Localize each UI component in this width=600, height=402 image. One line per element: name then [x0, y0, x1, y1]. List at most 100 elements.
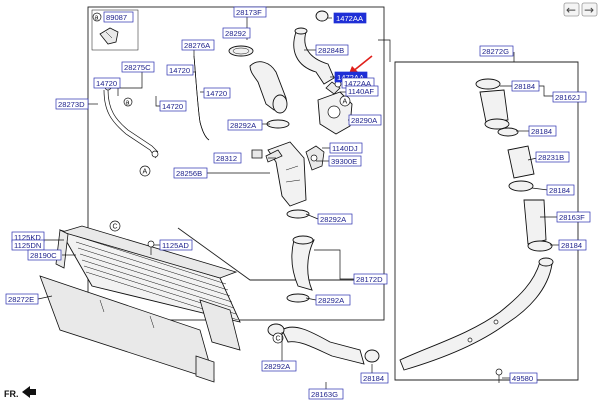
svg-text:28273D: 28273D [58, 100, 85, 109]
clip-part-89087 [99, 27, 119, 45]
front-arrow-icon [22, 386, 36, 398]
svg-text:C: C [276, 336, 281, 343]
inset-box [91, 9, 139, 51]
svg-text:1472AA: 1472AA [337, 73, 365, 82]
svg-text:a: a [95, 15, 99, 22]
part-label-28184-3[interactable]: 28184 [546, 184, 575, 196]
part-label-1125ad[interactable]: 1125AD [159, 239, 193, 251]
svg-text:28292A: 28292A [318, 296, 345, 305]
part-label-28162j[interactable]: 28162J [552, 91, 587, 103]
part-label-28184-5[interactable]: 28184 [360, 372, 389, 384]
part-label-28273d[interactable]: 28273D [55, 98, 89, 110]
arrow-left-icon: ← [566, 3, 576, 17]
svg-text:28292: 28292 [225, 29, 246, 38]
svg-text:28284B: 28284B [318, 46, 344, 55]
svg-text:a: a [126, 100, 130, 107]
part-label-28292a-3[interactable]: 28292A [315, 294, 351, 306]
part-label-28163g[interactable]: 28163G [308, 388, 344, 400]
svg-text:28184: 28184 [531, 127, 552, 136]
part-label-28256b[interactable]: 28256B [173, 167, 208, 179]
svg-text:28272E: 28272E [8, 295, 34, 304]
part-label-28284b[interactable]: 28284B [315, 44, 349, 56]
svg-text:28275C: 28275C [124, 63, 151, 72]
clamp-28292a-1 [266, 119, 290, 129]
clamp-28292a-2 [286, 209, 310, 219]
part-label-28272g[interactable]: 28272G [479, 45, 514, 57]
bolt-49580 [495, 368, 503, 383]
part-label-28231b[interactable]: 28231B [535, 151, 570, 163]
part-label-14720-b[interactable]: 14720 [93, 77, 121, 89]
callout-A-pipe: A [139, 165, 151, 177]
part-label-28292a-4[interactable]: 28292A [261, 360, 297, 372]
clamp-28292 [228, 45, 254, 57]
svg-text:1140DJ: 1140DJ [332, 144, 358, 153]
part-label-1125dn[interactable]: 1125DN [11, 239, 45, 251]
pipe-long-lower [399, 257, 554, 371]
clamp-28292a-3 [286, 293, 310, 303]
part-label-1140af[interactable]: 1140AF [345, 85, 379, 97]
svg-text:14720: 14720 [169, 66, 190, 75]
part-label-28184-1[interactable]: 28184 [511, 80, 540, 92]
svg-text:28184: 28184 [363, 374, 384, 383]
front-direction-indicator: FR. [4, 386, 36, 399]
lower-link-line [177, 227, 384, 281]
svg-text:28292A: 28292A [320, 215, 347, 224]
svg-text:28172D: 28172D [356, 275, 383, 284]
part-label-28163f[interactable]: 28163F [556, 211, 591, 223]
prev-button[interactable]: ← [563, 2, 580, 17]
svg-text:28184: 28184 [549, 186, 570, 195]
svg-text:A: A [343, 99, 348, 106]
part-label-28172d[interactable]: 28172D [353, 273, 388, 285]
callout-C-top: C [109, 220, 121, 232]
hose-28163f [523, 199, 553, 252]
svg-text:28184: 28184 [561, 241, 582, 250]
svg-text:28190C: 28190C [30, 251, 57, 260]
svg-text:28163F: 28163F [559, 213, 585, 222]
air-guide-28272e [39, 275, 215, 383]
part-label-1472aa-top[interactable]: 1472AA [333, 12, 367, 24]
sensor-39300e [305, 145, 325, 171]
svg-text:28292A: 28292A [230, 121, 257, 130]
part-label-28272e[interactable]: 28272E [5, 293, 39, 305]
part-label-14720-a[interactable]: 14720 [166, 64, 194, 76]
hose-28162j [475, 78, 519, 137]
front-direction-label: FR. [4, 389, 19, 399]
svg-text:28256B: 28256B [176, 169, 202, 178]
hose-28172d [291, 235, 315, 291]
callout-a-inset: a [92, 12, 102, 22]
svg-text:28162J: 28162J [555, 93, 580, 102]
svg-text:28173F: 28173F [236, 8, 262, 17]
part-label-28275c[interactable]: 28275C [121, 61, 155, 73]
part-label-28190c[interactable]: 28190C [27, 249, 62, 261]
next-button[interactable]: → [581, 2, 598, 17]
part-label-28173f[interactable]: 28173F [233, 6, 267, 18]
part-label-28292a-2[interactable]: 28292A [317, 213, 353, 225]
svg-text:28272G: 28272G [482, 47, 509, 56]
svg-text:1125KD: 1125KD [14, 233, 41, 242]
part-label-89087[interactable]: 89087 [103, 11, 134, 23]
svg-text:49580: 49580 [512, 374, 533, 383]
part-label-39300e[interactable]: 39300E [328, 155, 362, 167]
svg-text:28292A: 28292A [264, 362, 291, 371]
svg-text:14720: 14720 [162, 102, 183, 111]
svg-text:39300E: 39300E [331, 157, 357, 166]
part-label-14720-d[interactable]: 14720 [159, 100, 187, 112]
part-label-28276a[interactable]: 28276A [181, 39, 215, 51]
svg-text:28276A: 28276A [184, 41, 211, 50]
breather-pipe-28273d [103, 83, 159, 159]
part-label-28290a[interactable]: 28290A [348, 114, 382, 126]
callout-C-lower: C [272, 332, 284, 344]
svg-text:28290A: 28290A [351, 116, 378, 125]
part-label-14720-c[interactable]: 14720 [203, 87, 231, 99]
svg-text:1472AA: 1472AA [336, 14, 364, 23]
part-label-49580[interactable]: 49580 [509, 372, 538, 384]
part-label-28292a-1[interactable]: 28292A [227, 119, 263, 131]
part-label-28292[interactable]: 28292 [222, 27, 251, 39]
part-label-28184-4[interactable]: 28184 [558, 239, 587, 251]
svg-text:28231B: 28231B [538, 153, 564, 162]
part-label-28184-2[interactable]: 28184 [528, 125, 557, 137]
part-label-1140dj[interactable]: 1140DJ [329, 142, 363, 154]
svg-text:14720: 14720 [96, 79, 117, 88]
part-label-28312[interactable]: 28312 [213, 152, 242, 164]
